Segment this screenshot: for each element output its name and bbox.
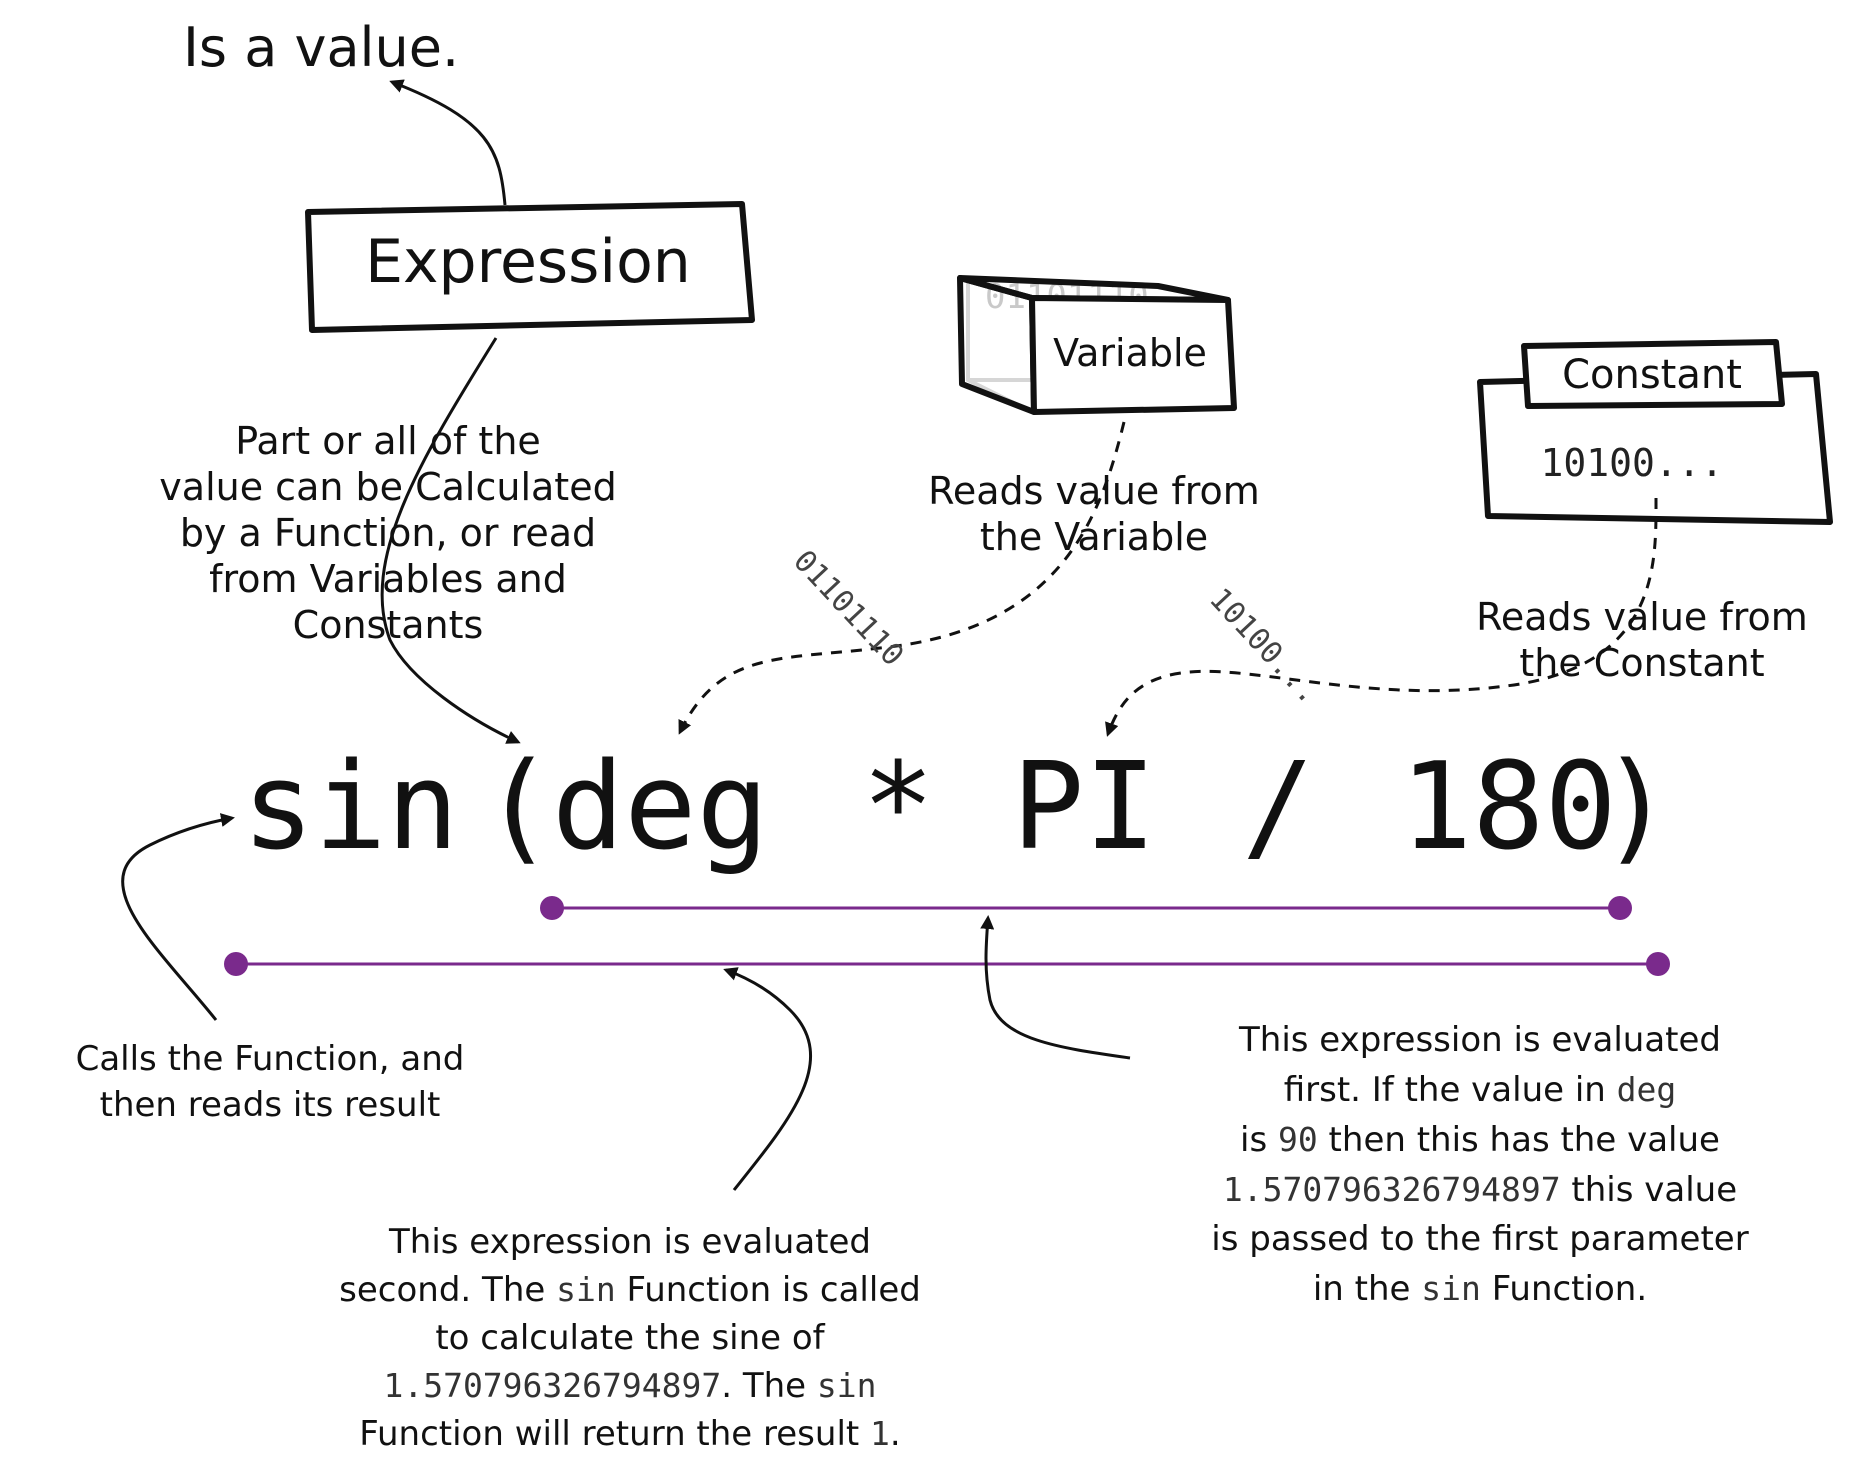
- constant-box: Constant 10100...: [1477, 339, 1833, 525]
- variable-flow-bits: 01101110: [786, 544, 910, 674]
- reads-variable-caption: Reads value from the Variable: [928, 469, 1260, 559]
- second-eval-caption: This expression is evaluated second. The…: [339, 1222, 921, 1454]
- svg-text:the Variable: the Variable: [980, 515, 1208, 559]
- first-eval-caption: This expression is evaluated first. If t…: [1211, 1020, 1749, 1309]
- first-eval-arrow: [980, 915, 1131, 1060]
- svg-text:Part or all of the: Part or all of the: [235, 419, 541, 463]
- expression-box: Expression: [305, 201, 755, 333]
- svg-text:Reads value from: Reads value from: [928, 469, 1260, 513]
- code-line: sin ( deg * PI / 180 ): [242, 738, 1672, 877]
- svg-text:value can be Calculated: value can be Calculated: [159, 465, 616, 509]
- constant-to-pi-arrow: [1105, 497, 1658, 737]
- expression-to-code-arrow: [380, 337, 521, 744]
- svg-text:by a Function, or read: by a Function, or read: [180, 511, 596, 555]
- inner-expression-bracket: [540, 896, 1632, 920]
- constant-flow-bits: 10100...: [1202, 582, 1326, 712]
- svg-text:from Variables and: from Variables and: [209, 557, 567, 601]
- expression-box-label: Expression: [365, 227, 691, 297]
- code-open-paren: (: [482, 738, 554, 877]
- reads-constant-caption: Reads value from the Constant: [1476, 595, 1808, 685]
- code-var-deg: deg: [552, 738, 769, 877]
- svg-text:the Constant: the Constant: [1519, 641, 1764, 685]
- svg-text:Constants: Constants: [293, 603, 484, 647]
- variable-box: 01101110 Variable: [957, 275, 1237, 415]
- outer-expression-bracket: [224, 952, 1670, 976]
- svg-text:Reads value from: Reads value from: [1476, 595, 1808, 639]
- expression-to-value-arrow: [389, 79, 507, 206]
- calls-caption: Calls the Function, and then reads its r…: [75, 1039, 465, 1125]
- code-fn-sin: sin: [242, 738, 459, 877]
- code-close-paren: ): [1600, 738, 1672, 877]
- calls-function-arrow: [121, 813, 235, 1021]
- variable-box-label: Variable: [1053, 331, 1207, 375]
- part-caption: Part or all of the value can be Calculat…: [159, 419, 616, 647]
- code-const-pi: PI: [1012, 738, 1157, 877]
- second-eval-arrow: [723, 967, 812, 1191]
- constant-box-value: 10100...: [1540, 441, 1723, 485]
- code-mul: *: [862, 738, 934, 877]
- constant-box-label: Constant: [1562, 352, 1742, 398]
- top-value-label: Is a value.: [183, 16, 459, 79]
- code-num-180: 180: [1400, 738, 1617, 877]
- code-div: /: [1242, 738, 1314, 877]
- variable-to-deg-arrow: [678, 421, 1126, 735]
